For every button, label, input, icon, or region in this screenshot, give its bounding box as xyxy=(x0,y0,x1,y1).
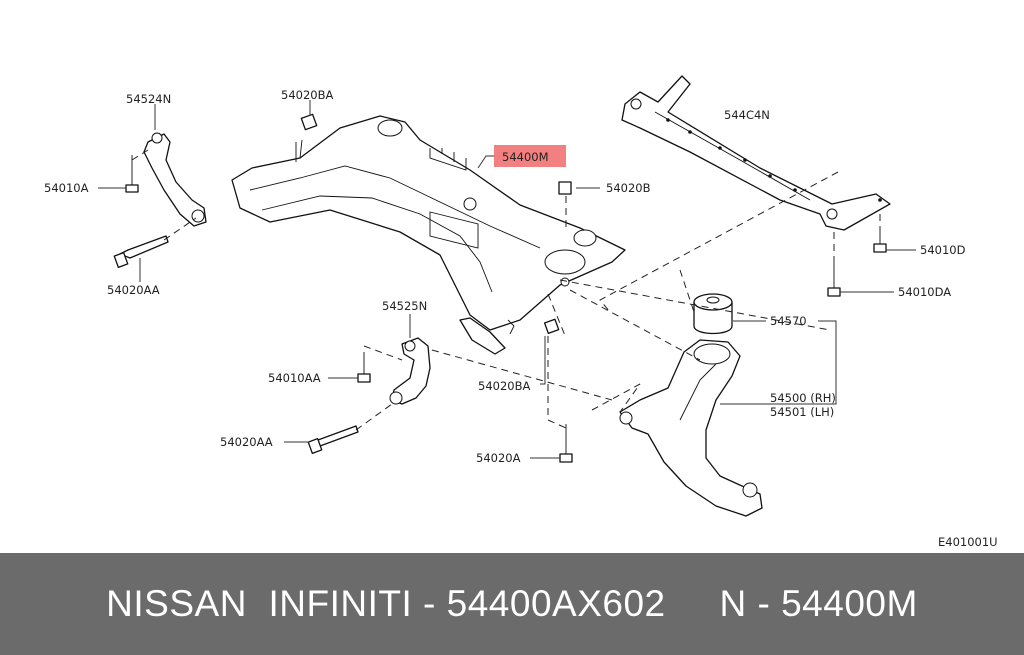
label-54525n[interactable]: 54525N xyxy=(382,299,427,313)
label-54010da[interactable]: 54010DA xyxy=(898,285,951,299)
label-54010a[interactable]: 54010A xyxy=(44,181,89,195)
label-54570[interactable]: 54570 xyxy=(770,314,807,328)
label-54501-lh[interactable]: 54501 (LH) xyxy=(770,405,834,419)
bracket-54524n-drawing xyxy=(143,132,207,227)
bushing-drawing xyxy=(693,293,733,335)
part-number-title: NISSAN INFINITI - 54400AX602 N - 54400M xyxy=(106,583,918,624)
label-54020a[interactable]: 54020A xyxy=(476,451,521,465)
label-54524n[interactable]: 54524N xyxy=(126,92,171,106)
fasteners-drawing xyxy=(113,113,887,463)
footer-bar: NISSAN INFINITI - 54400AX602 N - 54400M xyxy=(0,553,1024,655)
assembly-lines xyxy=(131,149,881,431)
highlight-54400m xyxy=(494,145,566,167)
label-54400m[interactable]: 54400M xyxy=(502,150,549,164)
transverse-link-drawing xyxy=(619,339,763,517)
label-54020ba-mid[interactable]: 54020BA xyxy=(478,379,530,393)
label-54500-rh[interactable]: 54500 (RH) xyxy=(770,391,836,405)
stay-drawing xyxy=(621,75,891,231)
label-54020aa-left[interactable]: 54020AA xyxy=(107,283,160,297)
label-54010d[interactable]: 54010D xyxy=(920,243,966,257)
label-54010aa[interactable]: 54010AA xyxy=(268,371,321,385)
diagram-code: E401001U xyxy=(938,535,998,549)
suspension-member-drawing xyxy=(231,115,626,355)
bracket-54525n-drawing xyxy=(389,337,431,405)
label-54020aa-bottom[interactable]: 54020AA xyxy=(220,435,273,449)
part-labels: 54524N 54020BA 54400M 544C4N 54010A 5402… xyxy=(44,88,998,549)
parts-diagram: 54524N 54020BA 54400M 544C4N 54010A 5402… xyxy=(44,75,998,549)
label-54020b[interactable]: 54020B xyxy=(606,181,651,195)
label-54020ba-top[interactable]: 54020BA xyxy=(281,88,333,102)
leader-lines xyxy=(98,100,916,459)
label-544c4n[interactable]: 544C4N xyxy=(724,108,770,122)
